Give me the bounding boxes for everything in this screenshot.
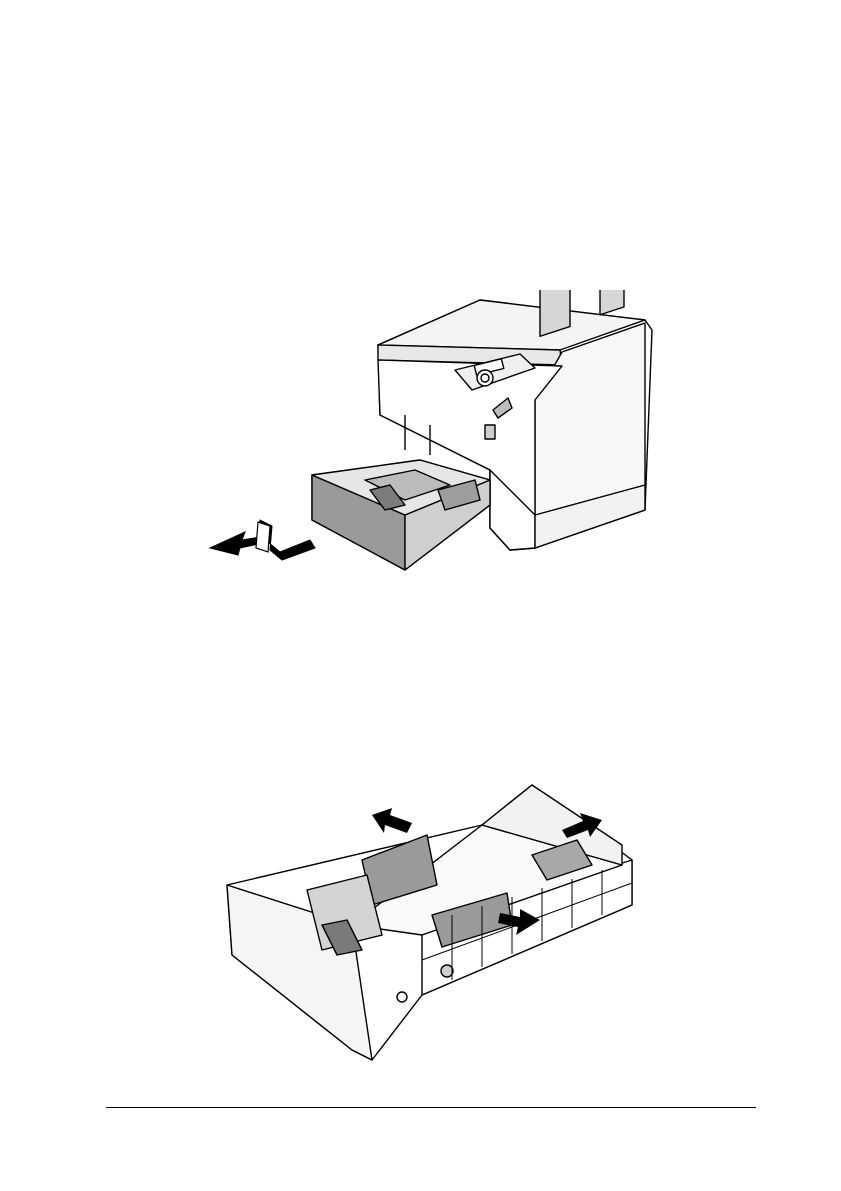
paper-cassette-icon (222, 775, 652, 1065)
footer-rule (106, 1107, 756, 1108)
cassette-guides-illustration (222, 775, 652, 1065)
printer-icon (190, 290, 670, 590)
printer-cassette-illustration (190, 290, 670, 590)
pull-direction-arrow-icon (210, 520, 315, 560)
